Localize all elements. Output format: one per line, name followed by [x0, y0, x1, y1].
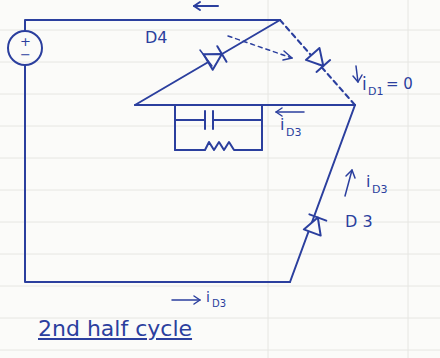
wire	[135, 20, 280, 105]
current-arrow	[228, 36, 292, 58]
arrow-head	[353, 75, 362, 82]
wire	[213, 119, 262, 121]
diode-name: D4	[145, 30, 168, 46]
arrow-head	[194, 296, 200, 304]
arrow-head	[283, 51, 292, 60]
wire	[25, 65, 290, 282]
wire	[174, 105, 176, 150]
current-symbol: i	[362, 76, 367, 93]
current-subscript: D3	[372, 184, 387, 195]
caption-note: 2nd half cycle	[38, 318, 192, 340]
current-symbol: i	[280, 117, 284, 133]
capacitor-plate	[204, 111, 206, 129]
capacitor-plate	[212, 111, 214, 129]
current-arrow	[276, 111, 304, 113]
arrow-head	[194, 2, 200, 10]
arrow-head	[346, 170, 355, 178]
current-symbol: i	[366, 174, 370, 190]
current-subscript: D1	[368, 86, 383, 97]
polarity-sign: +	[20, 35, 31, 48]
arrow-head	[276, 108, 282, 116]
wire-dashed	[280, 20, 355, 105]
diode-name: D 3	[345, 214, 373, 230]
current-value: = 0	[386, 77, 413, 92]
current-arrow	[172, 299, 200, 301]
wire	[261, 105, 263, 150]
current-subscript: D3	[286, 127, 301, 138]
diode-symbol	[304, 218, 321, 236]
current-symbol: i	[206, 290, 210, 304]
wire	[135, 104, 355, 106]
diode-bar	[309, 214, 326, 220]
diode-symbol	[306, 48, 323, 66]
diode-bar	[317, 60, 331, 72]
current-subscript: D3	[212, 299, 226, 309]
wire	[175, 119, 205, 121]
polarity-sign: −	[20, 48, 31, 61]
diode-bar	[217, 46, 226, 62]
cross-mark	[200, 50, 212, 66]
current-arrow	[194, 5, 218, 7]
diode-symbol	[204, 54, 222, 70]
ac-source	[8, 31, 42, 65]
resistor-symbol	[175, 142, 262, 150]
